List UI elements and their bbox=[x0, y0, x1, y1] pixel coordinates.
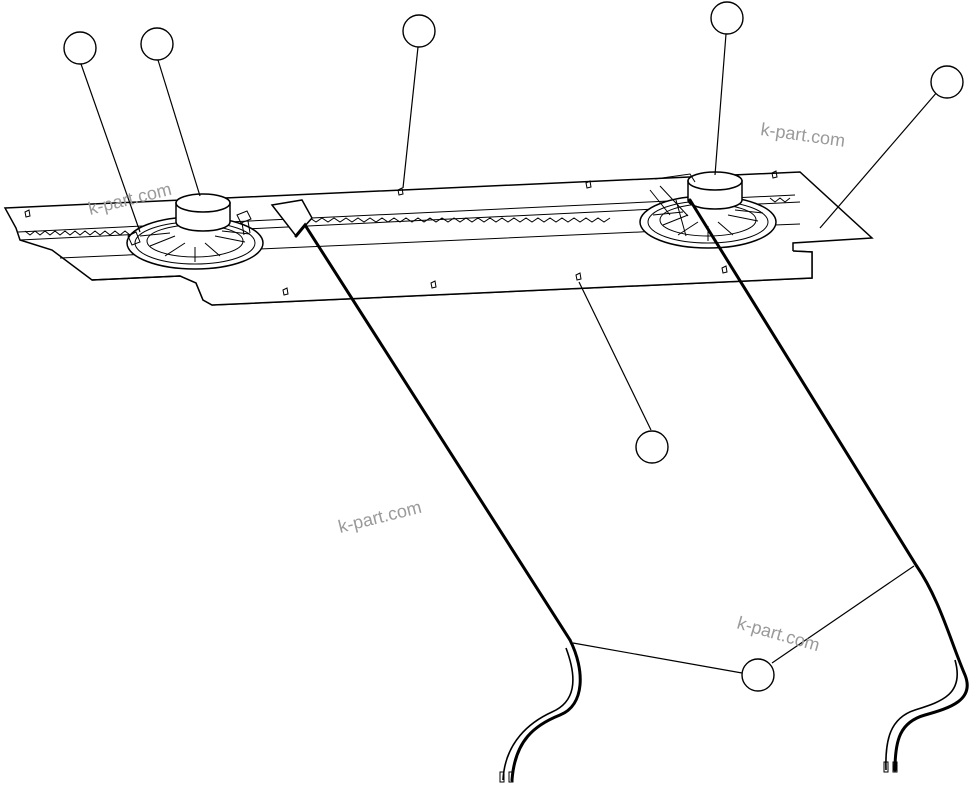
left-speaker-terminal bbox=[236, 210, 252, 236]
callout-2 bbox=[140, 27, 174, 61]
left-speaker-mount-tab bbox=[127, 231, 141, 246]
clip-slot bbox=[721, 265, 728, 274]
left-speaker-magnet-top bbox=[175, 193, 231, 213]
right-speaker bbox=[639, 171, 777, 249]
leader-line-6 bbox=[578, 281, 652, 431]
callout-4 bbox=[710, 1, 744, 35]
leader-line-5 bbox=[819, 83, 945, 229]
watermark: k-part.com bbox=[336, 497, 423, 537]
leader-line-2 bbox=[157, 59, 201, 197]
leader-line-4 bbox=[714, 33, 727, 176]
leader-lines bbox=[80, 33, 945, 674]
leader-line-7a bbox=[572, 642, 743, 674]
left-speaker-ribs bbox=[139, 230, 251, 262]
clip-slot bbox=[24, 209, 31, 218]
callout-1 bbox=[63, 31, 97, 65]
left-harness-wire-tail bbox=[510, 638, 582, 782]
right-harness-wire bbox=[688, 198, 969, 772]
leader-line-7b bbox=[771, 565, 915, 664]
clip-slot bbox=[282, 287, 289, 296]
shelf-lower-lip bbox=[91, 250, 813, 306]
callout-5 bbox=[930, 65, 964, 99]
left-speaker bbox=[126, 193, 264, 270]
clip-slot bbox=[575, 272, 582, 281]
leader-line-3 bbox=[402, 46, 419, 189]
clip-slot bbox=[430, 280, 437, 289]
clip-slot bbox=[771, 170, 778, 179]
clip-slot bbox=[397, 187, 404, 196]
watermark: k-part.com bbox=[735, 613, 822, 656]
callout-7 bbox=[741, 658, 775, 692]
wire-harnesses bbox=[270, 198, 969, 783]
callout-3 bbox=[402, 14, 436, 48]
right-harness-wire-split bbox=[885, 659, 958, 771]
callout-6 bbox=[635, 430, 669, 464]
callouts bbox=[63, 1, 964, 692]
right-speaker-ribs bbox=[652, 209, 764, 241]
clip-slot bbox=[585, 180, 592, 189]
watermark: k-part.com bbox=[759, 119, 846, 151]
left-harness-wire bbox=[294, 222, 572, 642]
clip-rail-teeth bbox=[24, 197, 791, 236]
right-speaker-bracket bbox=[649, 173, 696, 237]
left-harness-wire-split bbox=[502, 647, 574, 781]
left-harness-connector bbox=[499, 771, 514, 783]
clip-slots bbox=[24, 170, 778, 296]
leader-line-1 bbox=[80, 63, 141, 233]
right-harness-connector bbox=[883, 761, 898, 773]
